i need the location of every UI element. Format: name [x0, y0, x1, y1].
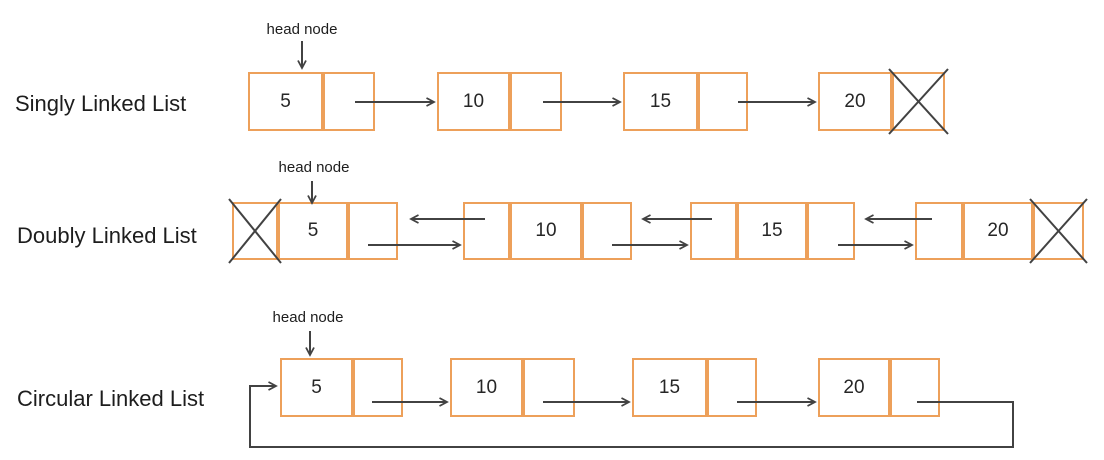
- row-label-doubly: Doubly Linked List: [17, 223, 197, 248]
- node-value: 10: [535, 220, 557, 241]
- singly-node-3-next-cell: [698, 72, 748, 131]
- circular-node-4-data-cell: 20: [818, 358, 890, 417]
- singly-node-2-next-cell: [510, 72, 562, 131]
- circular-node-3-next-cell: [707, 358, 757, 417]
- doubly-node-4-next-cell: [1033, 202, 1084, 260]
- node-value: 20: [844, 90, 866, 112]
- node-value: 5: [280, 90, 291, 112]
- circular-node-2-next-cell: [523, 358, 575, 417]
- node-value: 5: [307, 220, 319, 241]
- circular-node-4-next-cell: [890, 358, 940, 417]
- circular-node-1-next-cell: [353, 358, 403, 417]
- doubly-node-3-prev-cell: [690, 202, 737, 260]
- singly-node-4-next-cell: [892, 72, 945, 131]
- node-value: 20: [987, 220, 1009, 241]
- circular-node-1-data-cell: 5: [280, 358, 353, 417]
- node-value: 5: [311, 376, 322, 398]
- head-node-label-circular: head node: [272, 309, 344, 326]
- row-label-singly: Singly Linked List: [15, 91, 187, 116]
- doubly-node-4-data-cell: 20: [963, 202, 1033, 260]
- singly-node-1-next-cell: [323, 72, 375, 131]
- doubly-node-1-data-cell: 5: [278, 202, 348, 260]
- singly-node-4-data-cell: 20: [818, 72, 892, 131]
- circular-node-3-data-cell: 15: [632, 358, 707, 417]
- doubly-node-3-next-cell: [807, 202, 855, 260]
- doubly-node-1-prev-cell: [232, 202, 278, 260]
- head-node-label-singly: head node: [266, 21, 338, 38]
- doubly-node-2-data-cell: 10: [510, 202, 582, 260]
- node-value: 15: [658, 376, 681, 398]
- node-value: 15: [761, 220, 783, 241]
- doubly-node-1-next-cell: [348, 202, 398, 260]
- node-value: 10: [475, 376, 498, 398]
- head-node-label-doubly: head node: [278, 159, 350, 176]
- node-value: 10: [462, 90, 485, 112]
- node-value: 20: [843, 376, 865, 398]
- singly-node-3-data-cell: 15: [623, 72, 698, 131]
- circular-node-2-data-cell: 10: [450, 358, 523, 417]
- row-label-circular: Circular Linked List: [17, 386, 205, 411]
- doubly-node-4-prev-cell: [915, 202, 963, 260]
- doubly-node-3-data-cell: 15: [737, 202, 807, 260]
- node-value: 15: [649, 90, 672, 112]
- doubly-node-2-next-cell: [582, 202, 632, 260]
- singly-node-1-data-cell: 5: [248, 72, 323, 131]
- singly-node-2-data-cell: 10: [437, 72, 510, 131]
- doubly-node-2-prev-cell: [463, 202, 510, 260]
